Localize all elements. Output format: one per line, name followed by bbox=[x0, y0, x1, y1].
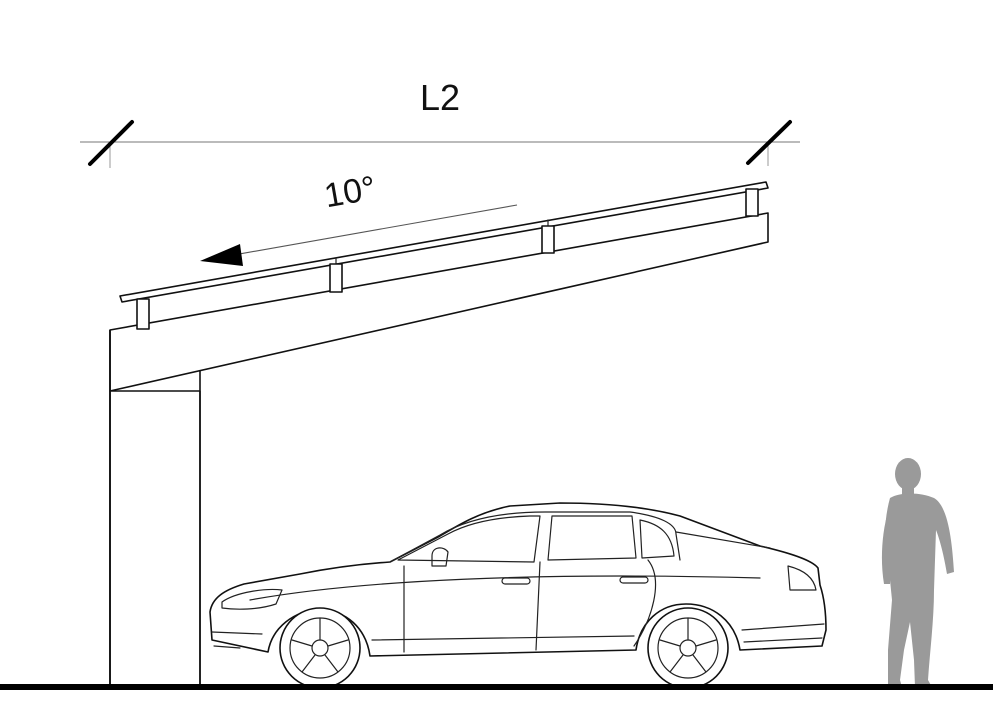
dimension-l2: L2 bbox=[80, 77, 800, 168]
car-rear-quarter-glass bbox=[639, 519, 675, 559]
panel-mount bbox=[541, 225, 555, 254]
car-mirror bbox=[431, 547, 449, 567]
dimension-tick-left bbox=[88, 120, 134, 166]
car-door-handle-rear bbox=[619, 576, 649, 584]
car-rear-bumper bbox=[741, 623, 825, 643]
panel-mount bbox=[136, 298, 150, 330]
car-front-bumper bbox=[211, 631, 263, 649]
dimension-tick-right bbox=[746, 120, 792, 165]
slope-arrow-head bbox=[200, 244, 243, 266]
car-trunk-line bbox=[675, 531, 771, 549]
car-rear-door-edge bbox=[633, 559, 657, 647]
panel-mount bbox=[745, 188, 759, 217]
rear-wheel bbox=[647, 607, 729, 689]
panel-rail bbox=[119, 181, 769, 303]
slope-label: 10° bbox=[321, 169, 378, 215]
car-shoulder-line bbox=[249, 575, 761, 601]
car-headlight bbox=[221, 588, 283, 610]
car bbox=[209, 502, 827, 689]
solar-panels bbox=[119, 181, 769, 330]
support-column bbox=[109, 390, 201, 688]
car-windshield bbox=[397, 515, 541, 563]
slope-indicator: 10° bbox=[200, 169, 518, 266]
slope-arrow-shaft bbox=[227, 204, 518, 257]
car-taillight bbox=[787, 565, 817, 591]
car-door-handle-front bbox=[501, 577, 531, 585]
dimension-label: L2 bbox=[420, 77, 460, 118]
car-rear-window bbox=[547, 515, 637, 561]
car-roofline bbox=[389, 511, 681, 563]
car-body bbox=[209, 502, 827, 657]
ground-line bbox=[0, 684, 993, 690]
person-silhouette bbox=[881, 458, 954, 687]
front-wheel bbox=[279, 607, 361, 689]
panel-mount bbox=[329, 263, 343, 293]
car-sill-line bbox=[371, 635, 635, 641]
